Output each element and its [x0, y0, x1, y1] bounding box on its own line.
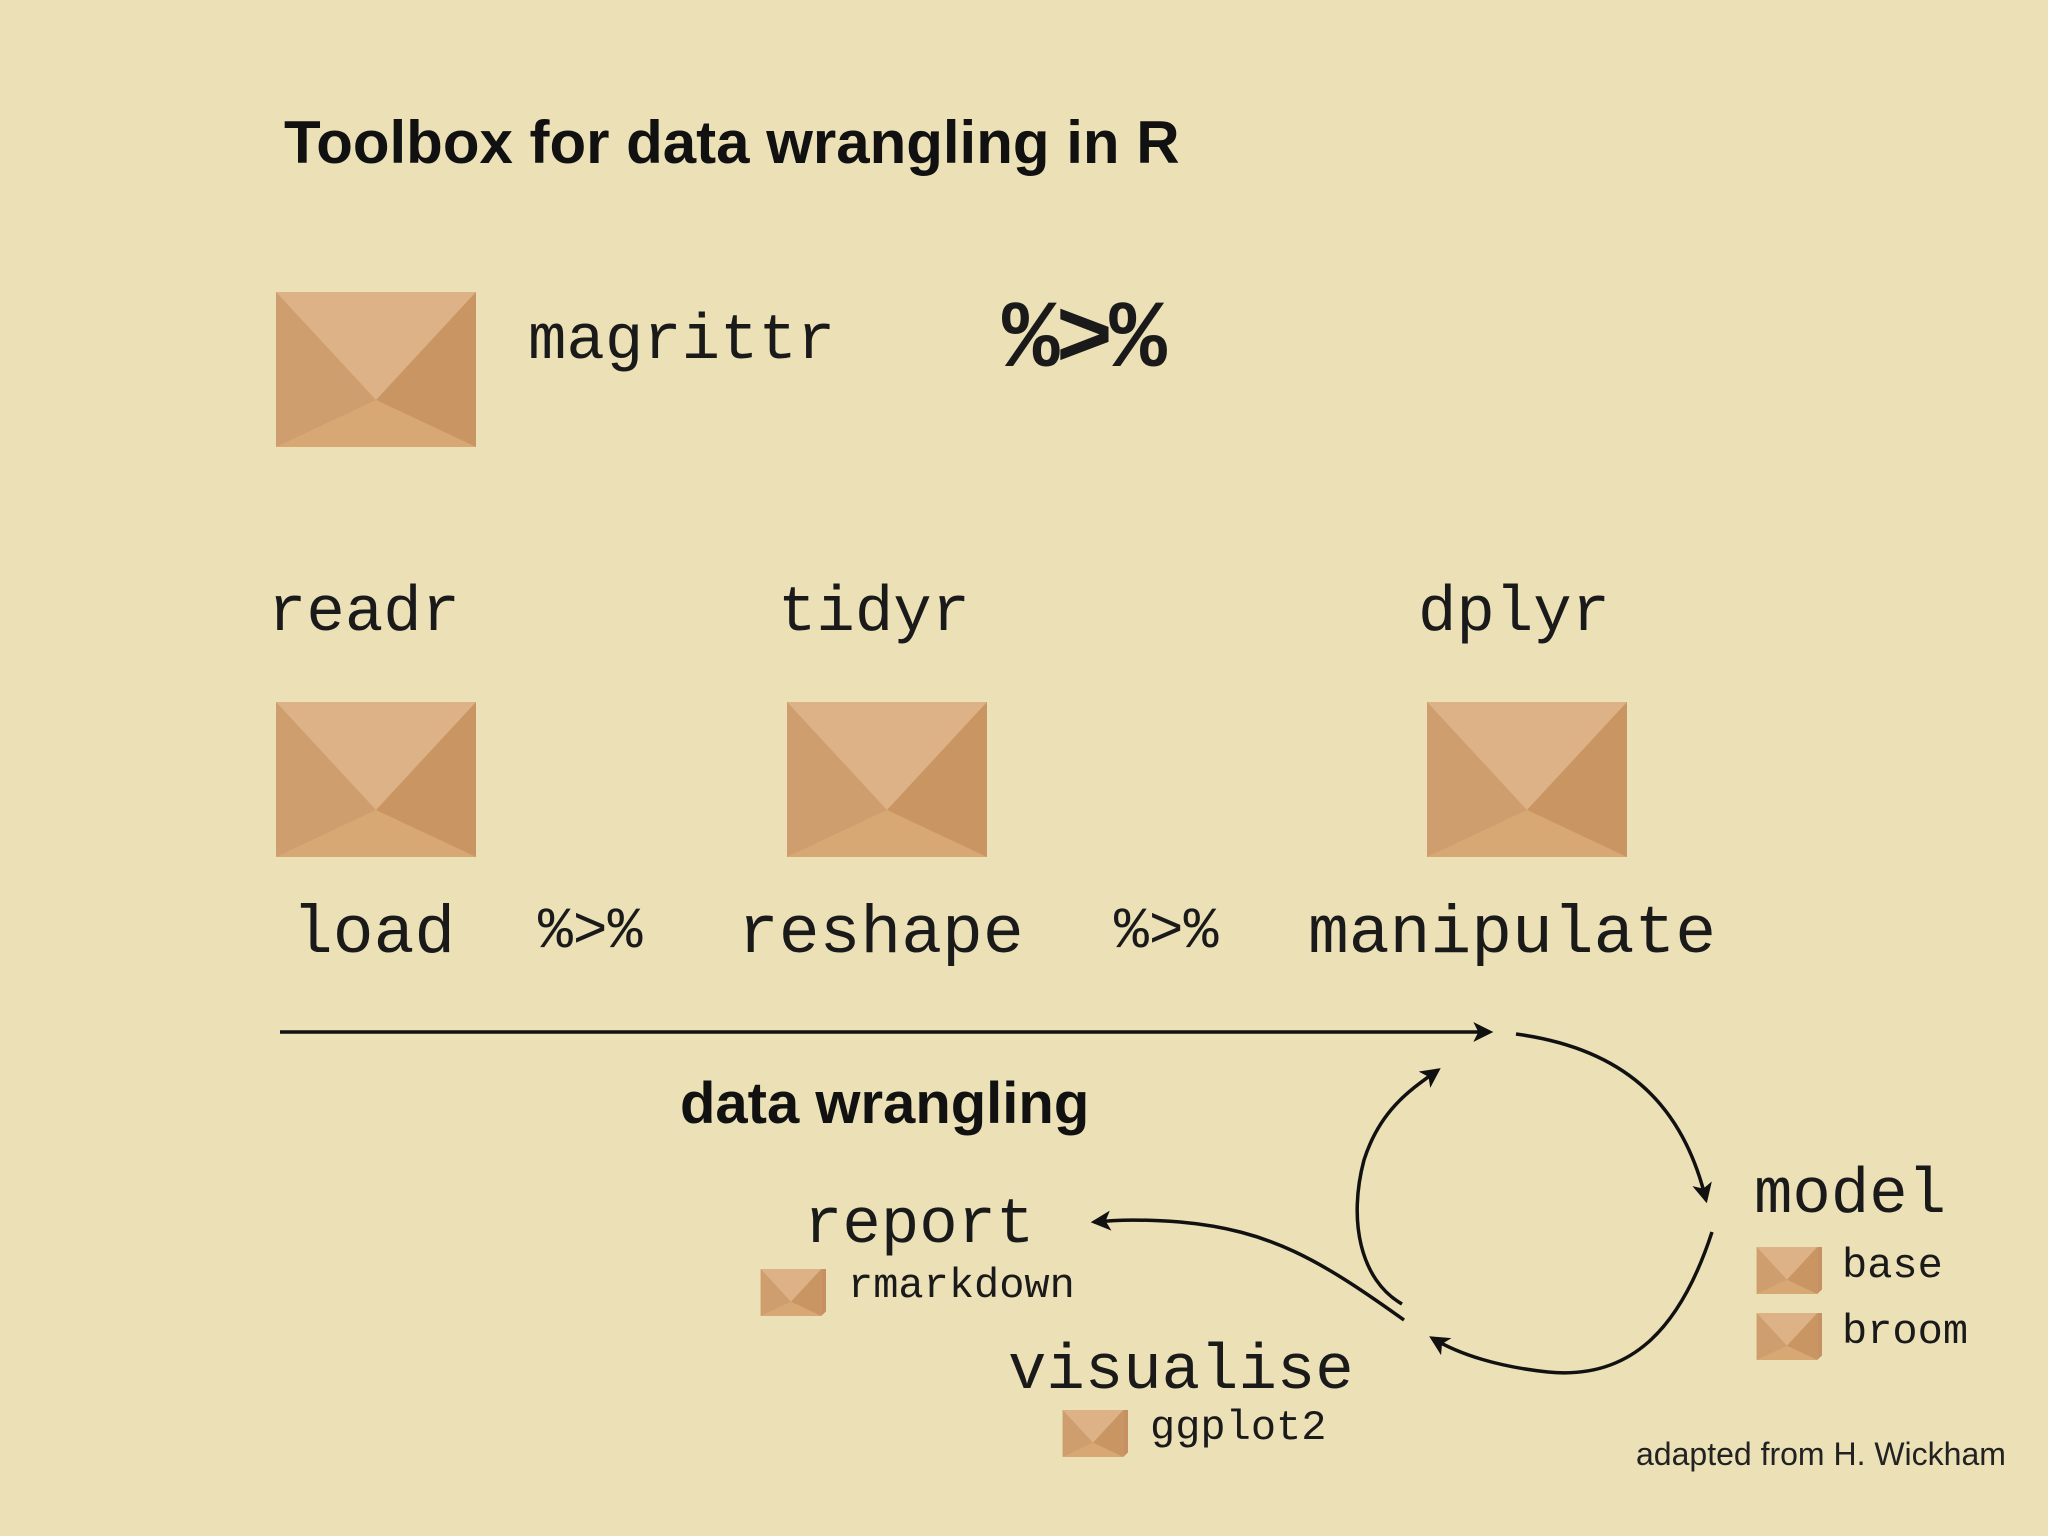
model-package-broom: broom: [1842, 1308, 1969, 1356]
pipe-operator: %>%: [1114, 900, 1219, 965]
package-label-readr: readr: [268, 578, 461, 650]
arrow-visualise-to-report: [1090, 1210, 1406, 1322]
stage-report: report: [804, 1190, 1035, 1262]
package-label-dplyr: dplyr: [1418, 578, 1611, 650]
visualise-package-ggplot2: ggplot2: [1150, 1404, 1327, 1452]
stage-model: model: [1754, 1160, 1947, 1232]
step-reshape: reshape: [738, 896, 1024, 973]
data-wrangling-label: data wrangling: [680, 1071, 1090, 1136]
step-load: load: [292, 896, 456, 973]
magrittr-label: magrittr: [528, 306, 836, 378]
package-label-tidyr: tidyr: [778, 578, 971, 650]
arrow-visualise-to-data: [1355, 1068, 1441, 1306]
package-box-icon: [1756, 1247, 1822, 1294]
pipe-operator: %>%: [538, 900, 643, 965]
pipe-operator-large: %>%: [1002, 286, 1167, 395]
package-box-icon: [760, 1269, 826, 1316]
package-box-icon: [1062, 1410, 1128, 1457]
step-manipulate: manipulate: [1308, 896, 1717, 973]
stage-visualise: visualise: [1008, 1336, 1354, 1408]
page-title: Toolbox for data wrangling in R: [284, 109, 1180, 176]
report-package-rmarkdown: rmarkdown: [848, 1262, 1075, 1310]
credit-text: adapted from H. Wickham: [1636, 1436, 2006, 1472]
arrow-to-model: [1515, 1032, 1712, 1204]
model-package-base: base: [1842, 1242, 1943, 1290]
arrow-model-to-visualise: [1429, 1231, 1714, 1375]
package-box-icon: [1756, 1313, 1822, 1360]
